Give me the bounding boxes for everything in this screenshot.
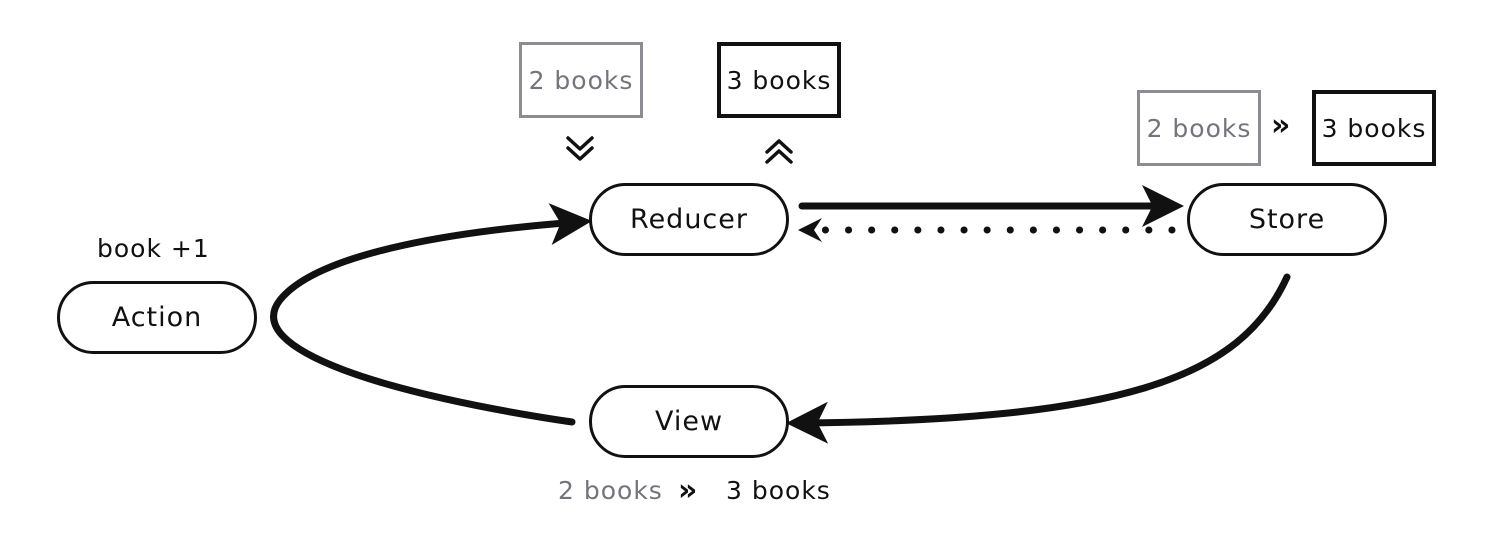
reducer-state-after: 3 books (717, 42, 841, 118)
action-label: Action (111, 302, 203, 333)
view-label: View (654, 406, 724, 437)
store-state-after: 3 books (1312, 90, 1436, 166)
store-transition-icon: » (1271, 108, 1291, 143)
action-node: Action (57, 281, 257, 354)
reducer-state-before: 2 books (519, 42, 643, 118)
store-state-before: 2 books (1137, 90, 1261, 166)
reducer-state-after-text: 3 books (726, 65, 832, 95)
view-node: View (589, 385, 789, 458)
store-node: Store (1187, 183, 1387, 256)
store-state-before-text: 2 books (1146, 113, 1252, 143)
store-label: Store (1248, 204, 1326, 235)
store-state-after-text: 3 books (1321, 113, 1427, 143)
reducer-label: Reducer (630, 204, 748, 235)
action-note: book +1 (97, 234, 210, 263)
reducer-node: Reducer (589, 183, 789, 256)
view-to-reducer-arrow (270, 203, 592, 426)
store-to-reducer-arrowhead (798, 218, 822, 242)
store-to-view-arrow (786, 273, 1291, 444)
reducer-state-before-text: 2 books (528, 65, 634, 95)
view-state-after: 3 books (726, 476, 831, 505)
view-state-before: 2 books (558, 476, 663, 505)
double-chevron-up-icon (765, 139, 793, 164)
view-transition-icon: » (678, 473, 698, 508)
double-chevron-down-icon (566, 136, 594, 161)
